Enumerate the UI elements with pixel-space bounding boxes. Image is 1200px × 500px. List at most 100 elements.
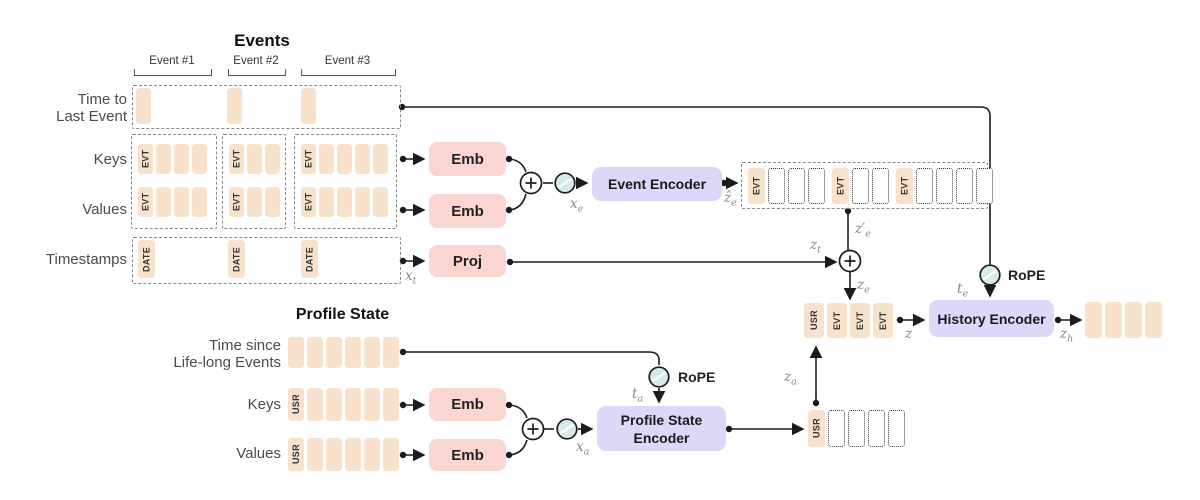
values-label: Values xyxy=(82,201,127,218)
math-z-t: zt xyxy=(810,237,821,256)
sine-norm-icon xyxy=(556,418,578,440)
token xyxy=(383,388,399,421)
empty-token xyxy=(808,167,825,204)
token xyxy=(337,187,352,217)
math-x-a: xa xyxy=(576,439,590,458)
event2-keys-row: EVT xyxy=(229,144,285,174)
empty-token xyxy=(788,167,805,204)
token xyxy=(364,438,380,471)
time-since-line2: Life-long Events xyxy=(173,354,281,371)
timestamp-token-3: DATE xyxy=(301,240,318,278)
event1-bracket xyxy=(134,69,212,76)
event1-keys-row: EVT xyxy=(138,144,216,174)
evt-token: EVT xyxy=(138,187,153,217)
date-token: DATE xyxy=(301,240,318,278)
evt-token: EVT xyxy=(832,167,849,204)
event3-bracket xyxy=(301,69,396,76)
token xyxy=(337,144,352,174)
token xyxy=(1085,302,1102,338)
token xyxy=(307,438,323,471)
token xyxy=(319,187,334,217)
math-t-a: ta xyxy=(632,386,644,405)
empty-token xyxy=(888,410,905,447)
token xyxy=(1145,302,1162,338)
sine-norm-icon xyxy=(554,172,576,194)
math-z-hat-e: ẑe xyxy=(724,190,737,209)
token xyxy=(373,187,388,217)
keys-emb-box: Emb xyxy=(429,142,506,176)
time-since-row xyxy=(288,337,399,368)
history-encoder-label: History Encoder xyxy=(937,310,1046,327)
output-group-3: EVT xyxy=(896,167,993,204)
profile-values-emb-box: Emb xyxy=(429,439,506,471)
rope-label: RoPE xyxy=(678,369,716,385)
math-z-e: ze xyxy=(857,277,870,296)
timestamp-token-2: DATE xyxy=(228,240,245,278)
math-z: z xyxy=(905,326,913,342)
token xyxy=(373,144,388,174)
output-group-2: EVT xyxy=(832,167,889,204)
token xyxy=(364,388,380,421)
timestamps-label: Timestamps xyxy=(45,251,127,268)
values-emb-box: Emb xyxy=(429,194,506,228)
token xyxy=(355,144,370,174)
profile-encoder-line1: Profile State xyxy=(620,411,703,428)
event2-box: EVT EVT xyxy=(222,134,286,229)
evt-token: EVT xyxy=(301,144,316,174)
token xyxy=(265,187,280,217)
token xyxy=(156,187,171,217)
math-t-e: te xyxy=(957,281,969,300)
profile-encoder-line2: Encoder xyxy=(633,429,690,446)
usr-token: USR xyxy=(288,438,304,471)
empty-token xyxy=(956,167,973,204)
event2-values-row: EVT xyxy=(229,187,285,217)
evt-token: EVT xyxy=(301,187,316,217)
time-to-last-event-label: Time to Last Event xyxy=(20,91,127,125)
profile-keys-row: USR xyxy=(288,388,399,421)
evt-token: EVT xyxy=(229,187,244,217)
evt-token: EVT xyxy=(850,303,870,338)
time-to-last-token-1 xyxy=(136,88,151,124)
math-z-h: zh xyxy=(1060,326,1074,345)
rope-icon xyxy=(979,264,1001,286)
usr-token: USR xyxy=(804,303,824,338)
event3-keys-row: EVT xyxy=(301,144,396,174)
empty-token xyxy=(868,410,885,447)
event3-box: EVT EVT xyxy=(294,134,397,229)
math-z-prime-e: z′e xyxy=(855,221,871,240)
date-token: DATE xyxy=(228,240,245,278)
rope-label: RoPE xyxy=(1008,267,1046,283)
event-encoder-label: Event Encoder xyxy=(607,176,707,192)
empty-token xyxy=(916,167,933,204)
token xyxy=(156,144,171,174)
time-since-label: Time since Life-long Events xyxy=(155,337,281,371)
token xyxy=(265,144,280,174)
output-group-1: EVT xyxy=(748,167,825,204)
plus-icon xyxy=(519,171,543,195)
event2-bracket xyxy=(228,69,286,76)
profile-keys-label: Keys xyxy=(247,396,281,413)
time-to-last-box xyxy=(132,85,401,129)
evt-token: EVT xyxy=(896,167,913,204)
history-output-row xyxy=(1085,302,1162,338)
token xyxy=(383,337,399,368)
math-x-t: xt xyxy=(405,268,417,287)
token xyxy=(174,187,189,217)
token xyxy=(247,144,262,174)
time-to-last-line2: Last Event xyxy=(56,108,127,125)
empty-token xyxy=(768,167,785,204)
token xyxy=(247,187,262,217)
math-x-e: xe xyxy=(570,196,584,215)
token xyxy=(326,388,342,421)
token xyxy=(1125,302,1142,338)
event2-bracket-label: Event #2 xyxy=(233,55,279,67)
event-encoder-output-box: EVT EVT EVT xyxy=(741,162,993,209)
empty-token xyxy=(936,167,953,204)
event1-bracket-label: Event #1 xyxy=(149,55,195,67)
token xyxy=(345,388,361,421)
token xyxy=(345,438,361,471)
token xyxy=(319,144,334,174)
empty-token xyxy=(828,410,845,447)
